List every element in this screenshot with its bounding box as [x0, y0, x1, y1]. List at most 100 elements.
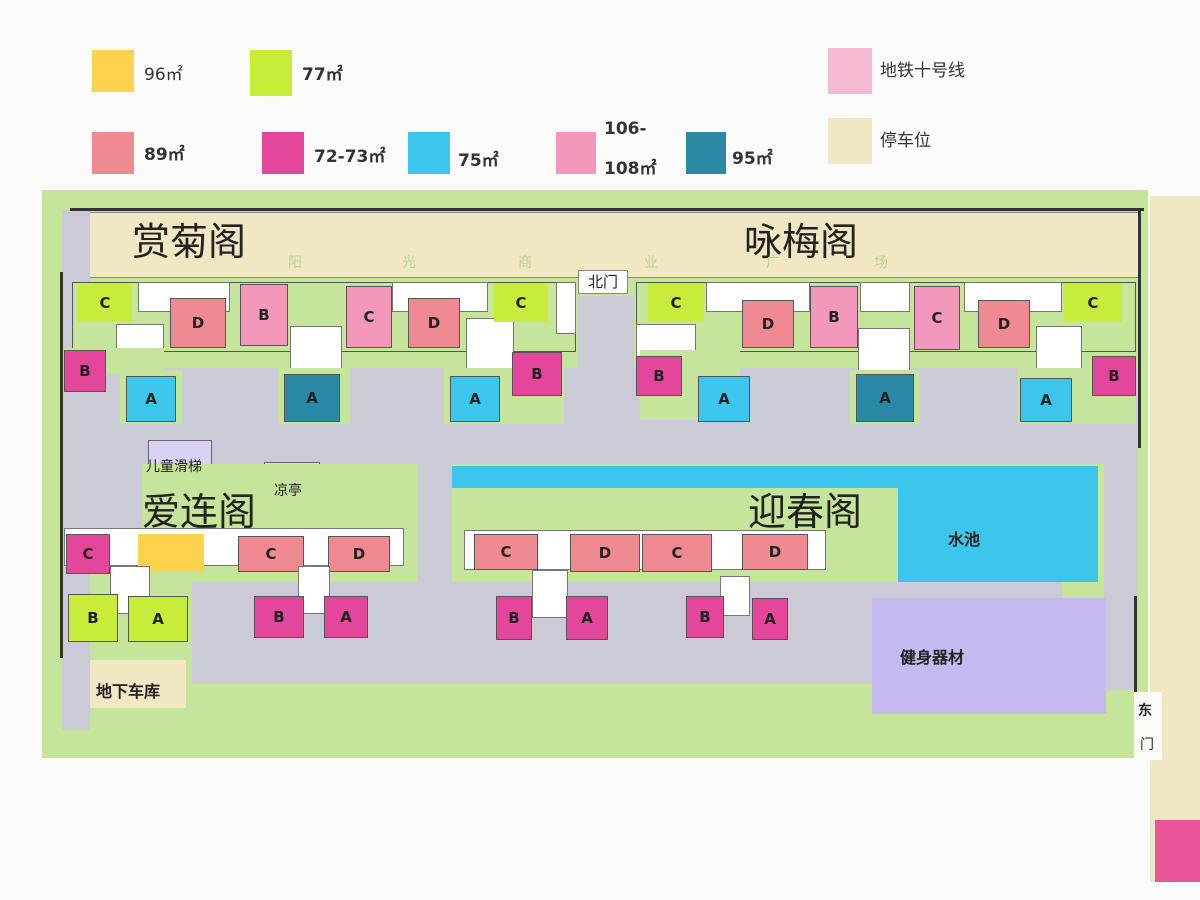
unit-a-72: A	[566, 596, 608, 640]
legend-label-95: 95㎡	[732, 149, 773, 169]
legend-swatch-75	[408, 132, 450, 174]
legend-label-metro: 地铁十号线	[880, 61, 965, 81]
unit-label: B	[273, 608, 285, 626]
unit-label: B	[79, 362, 91, 380]
unit-b-106: B	[810, 286, 858, 348]
plaza-char: 业	[644, 255, 658, 271]
unit-label: A	[879, 389, 891, 407]
unit-d-89: D	[742, 300, 794, 348]
unit-label: A	[340, 608, 352, 626]
unit-label: B	[87, 609, 99, 627]
unit-c-77: C	[648, 284, 704, 322]
east-gate-label-1: 东	[1138, 703, 1152, 719]
core	[858, 328, 910, 372]
legend-swatch-89	[92, 132, 134, 174]
core	[720, 576, 750, 616]
legend-swatch-95	[686, 132, 726, 174]
unit-c-106: C	[914, 286, 960, 350]
unit-b-72: B	[496, 596, 532, 640]
unit-a-75: A	[126, 376, 176, 422]
legend-label-75: 75㎡	[458, 151, 499, 171]
unit-label: B	[508, 609, 520, 627]
legend-swatch-metro	[828, 48, 872, 94]
unit-a-72: A	[324, 596, 368, 638]
unit-a-95: A	[856, 374, 914, 422]
legend-label-108: 108㎡	[604, 159, 657, 179]
east-wall-lower	[1134, 596, 1137, 692]
unit-label: B	[828, 308, 840, 326]
unit-label: C	[363, 308, 375, 326]
unit-label: A	[152, 610, 164, 628]
unit-d-89: D	[570, 534, 640, 572]
unit-label: C	[99, 294, 111, 312]
unit-b-106: B	[240, 284, 288, 346]
unit-d-89: D	[742, 534, 808, 570]
unit-label: C	[82, 545, 94, 563]
legend-label-77: 77㎡	[302, 65, 343, 85]
unit-label: D	[191, 314, 205, 332]
plaza-char: 阳	[288, 255, 302, 271]
east-parking-strip	[1150, 196, 1200, 882]
unit-label: D	[352, 545, 366, 563]
unit-a-75: A	[450, 376, 500, 422]
unit-b-72: B	[512, 352, 562, 396]
plaza-char: 光	[402, 255, 416, 271]
core	[290, 326, 342, 370]
unit-b-72: B	[636, 356, 682, 396]
north-gate: 北门	[578, 270, 628, 294]
pavilion-label: 凉亭	[274, 483, 302, 499]
unit-b-77: B	[68, 594, 118, 642]
unit-b-72: B	[1092, 356, 1136, 396]
core	[556, 282, 576, 334]
garage-label: 地下车库	[96, 682, 161, 701]
unit-label: C	[670, 294, 682, 312]
unit-label: A	[306, 389, 318, 407]
unit-c-89: C	[238, 536, 304, 572]
unit-label: D	[427, 314, 441, 332]
legend-label-89: 89㎡	[144, 145, 185, 165]
unit-label: C	[671, 544, 683, 562]
core	[860, 282, 910, 312]
unit-c-89: C	[474, 534, 538, 570]
unit-b-72: B	[254, 596, 304, 638]
building-name-ailian: 爱连阁	[142, 490, 257, 534]
plaza-char: 商	[518, 255, 532, 271]
unit-a-72: A	[752, 598, 788, 640]
unit-label: D	[768, 543, 782, 561]
unit-label: A	[764, 610, 776, 628]
unit-d-89: D	[978, 300, 1030, 348]
west-wall	[60, 272, 63, 658]
metro-marker	[1155, 820, 1200, 882]
unit-b-72: B	[686, 596, 724, 638]
pool-label: 水池	[948, 530, 981, 549]
unit-label: A	[1040, 391, 1052, 409]
unit-label: C	[1087, 294, 1099, 312]
unit-c-72: C	[66, 534, 110, 574]
plaza-char: 广	[766, 255, 780, 271]
unit-d-89: D	[170, 298, 226, 348]
unit-a-95: A	[284, 374, 340, 422]
fitness-label: 健身器材	[900, 648, 965, 667]
unit-label: C	[500, 543, 512, 561]
building-name-yingchun: 迎春阁	[748, 490, 863, 534]
legend-swatch-96	[92, 50, 134, 92]
unit-c-77: C	[1064, 284, 1122, 322]
core	[532, 570, 568, 618]
plaza-char: 场	[874, 255, 888, 271]
kids-slide-label: 儿童滑梯	[146, 459, 202, 475]
unit-label: B	[699, 608, 711, 626]
unit-c-89: C	[642, 534, 712, 572]
north-wall	[70, 208, 1144, 211]
unit-label: B	[653, 367, 665, 385]
unit-a-75: A	[1020, 378, 1072, 422]
unit-label: A	[145, 390, 157, 408]
core	[1036, 326, 1082, 370]
water-strip	[452, 466, 1098, 488]
east-wall	[1138, 208, 1141, 448]
unit-c-77: C	[78, 284, 132, 322]
unit-c-106: C	[346, 286, 392, 348]
unit-a-75: A	[698, 376, 750, 422]
north-gate-road	[578, 296, 634, 406]
unit-label: C	[515, 294, 527, 312]
east-gate-label-2: 门	[1140, 737, 1154, 753]
